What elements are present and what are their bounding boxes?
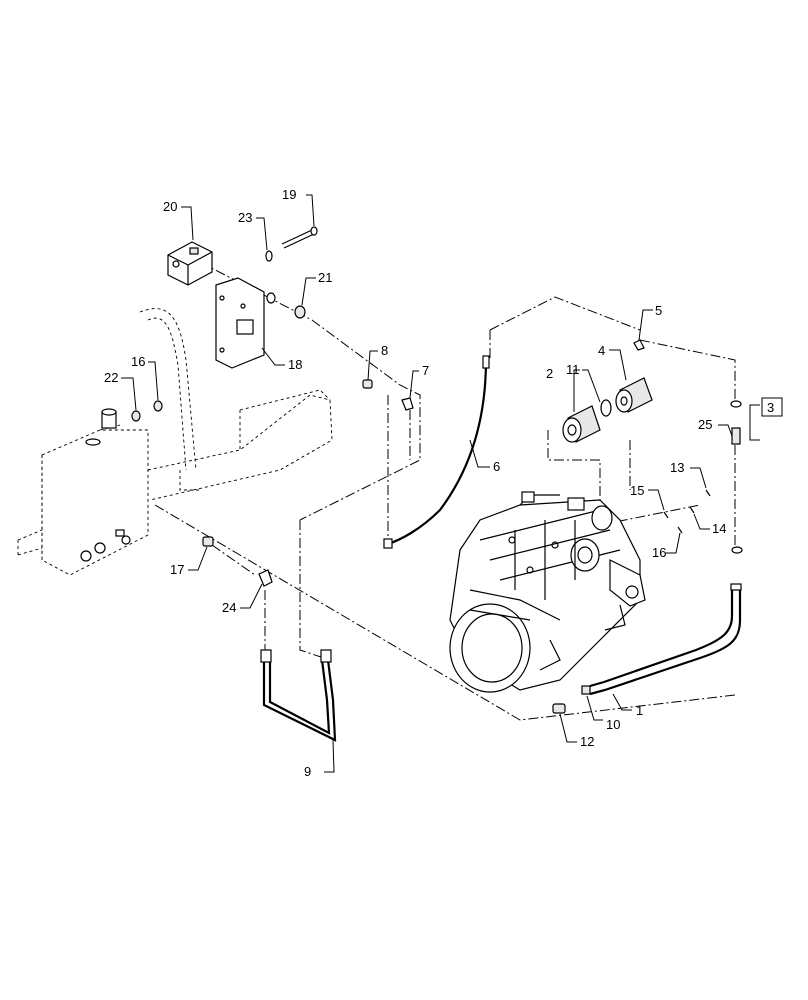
fitting-16-right [677,526,683,534]
callout-15: 15 [630,483,644,498]
fitting-12 [552,703,566,714]
callout-16-right: 16 [652,545,666,560]
callout-20: 20 [163,199,177,214]
bolt-19 [281,226,318,249]
adapter-25 [731,427,741,445]
fitting-10 [581,685,591,695]
callout-17: 17 [170,562,184,577]
callout-12: 12 [580,734,594,749]
callout-9: 9 [304,764,311,779]
o-ring-25 [730,400,742,408]
callout-1: 1 [636,703,643,718]
callout-18: 18 [288,357,302,372]
callout-22: 22 [104,370,118,385]
spacer-part [266,292,276,304]
callout-23: 23 [238,210,252,225]
fitting-22 [131,410,141,422]
callout-2: 2 [546,366,553,381]
callout-8: 8 [381,343,388,358]
elbow-7 [401,397,414,411]
callout-25: 25 [698,417,712,432]
washer-23 [265,250,273,262]
fitting-15 [663,511,669,519]
callout-3-box [761,397,783,417]
callout-labels: 1 2 3 4 5 6 7 8 9 10 11 12 13 14 15 16 1… [104,187,774,779]
callout-leaders [121,194,760,773]
callout-21: 21 [318,270,332,285]
assembly-guide-lines [154,261,736,721]
hydraulic-tank [17,389,333,576]
pump-2 [562,405,601,443]
callout-24: 24 [222,600,236,615]
hose-6 [383,355,490,549]
engine [449,491,646,693]
callout-10: 10 [606,717,620,732]
tube-9 [260,649,337,742]
callout-14: 14 [712,521,726,536]
fitting-17 [202,536,214,547]
tank-return-hose [139,308,197,471]
fitting-16-left [153,400,163,412]
bracket-18 [215,277,265,369]
callout-3: 3 [767,400,774,415]
callout-5: 5 [655,303,662,318]
callout-13: 13 [670,460,684,475]
seal-5 [633,339,645,351]
elbow-24 [258,569,273,587]
nut-21 [294,305,306,319]
valve-20 [167,241,213,286]
fitting-8 [362,379,373,389]
callout-19: 19 [282,187,296,202]
snap-ring-11 [600,399,612,417]
callout-16-left: 16 [131,354,145,369]
coupling-4 [615,377,653,413]
callout-4: 4 [598,343,605,358]
clip-part [731,546,743,554]
callout-6: 6 [493,459,500,474]
fitting-14 [689,506,695,514]
hose-1 [589,583,742,696]
callout-11: 11 [566,362,580,377]
callout-7: 7 [422,363,429,378]
fitting-13 [705,489,711,497]
